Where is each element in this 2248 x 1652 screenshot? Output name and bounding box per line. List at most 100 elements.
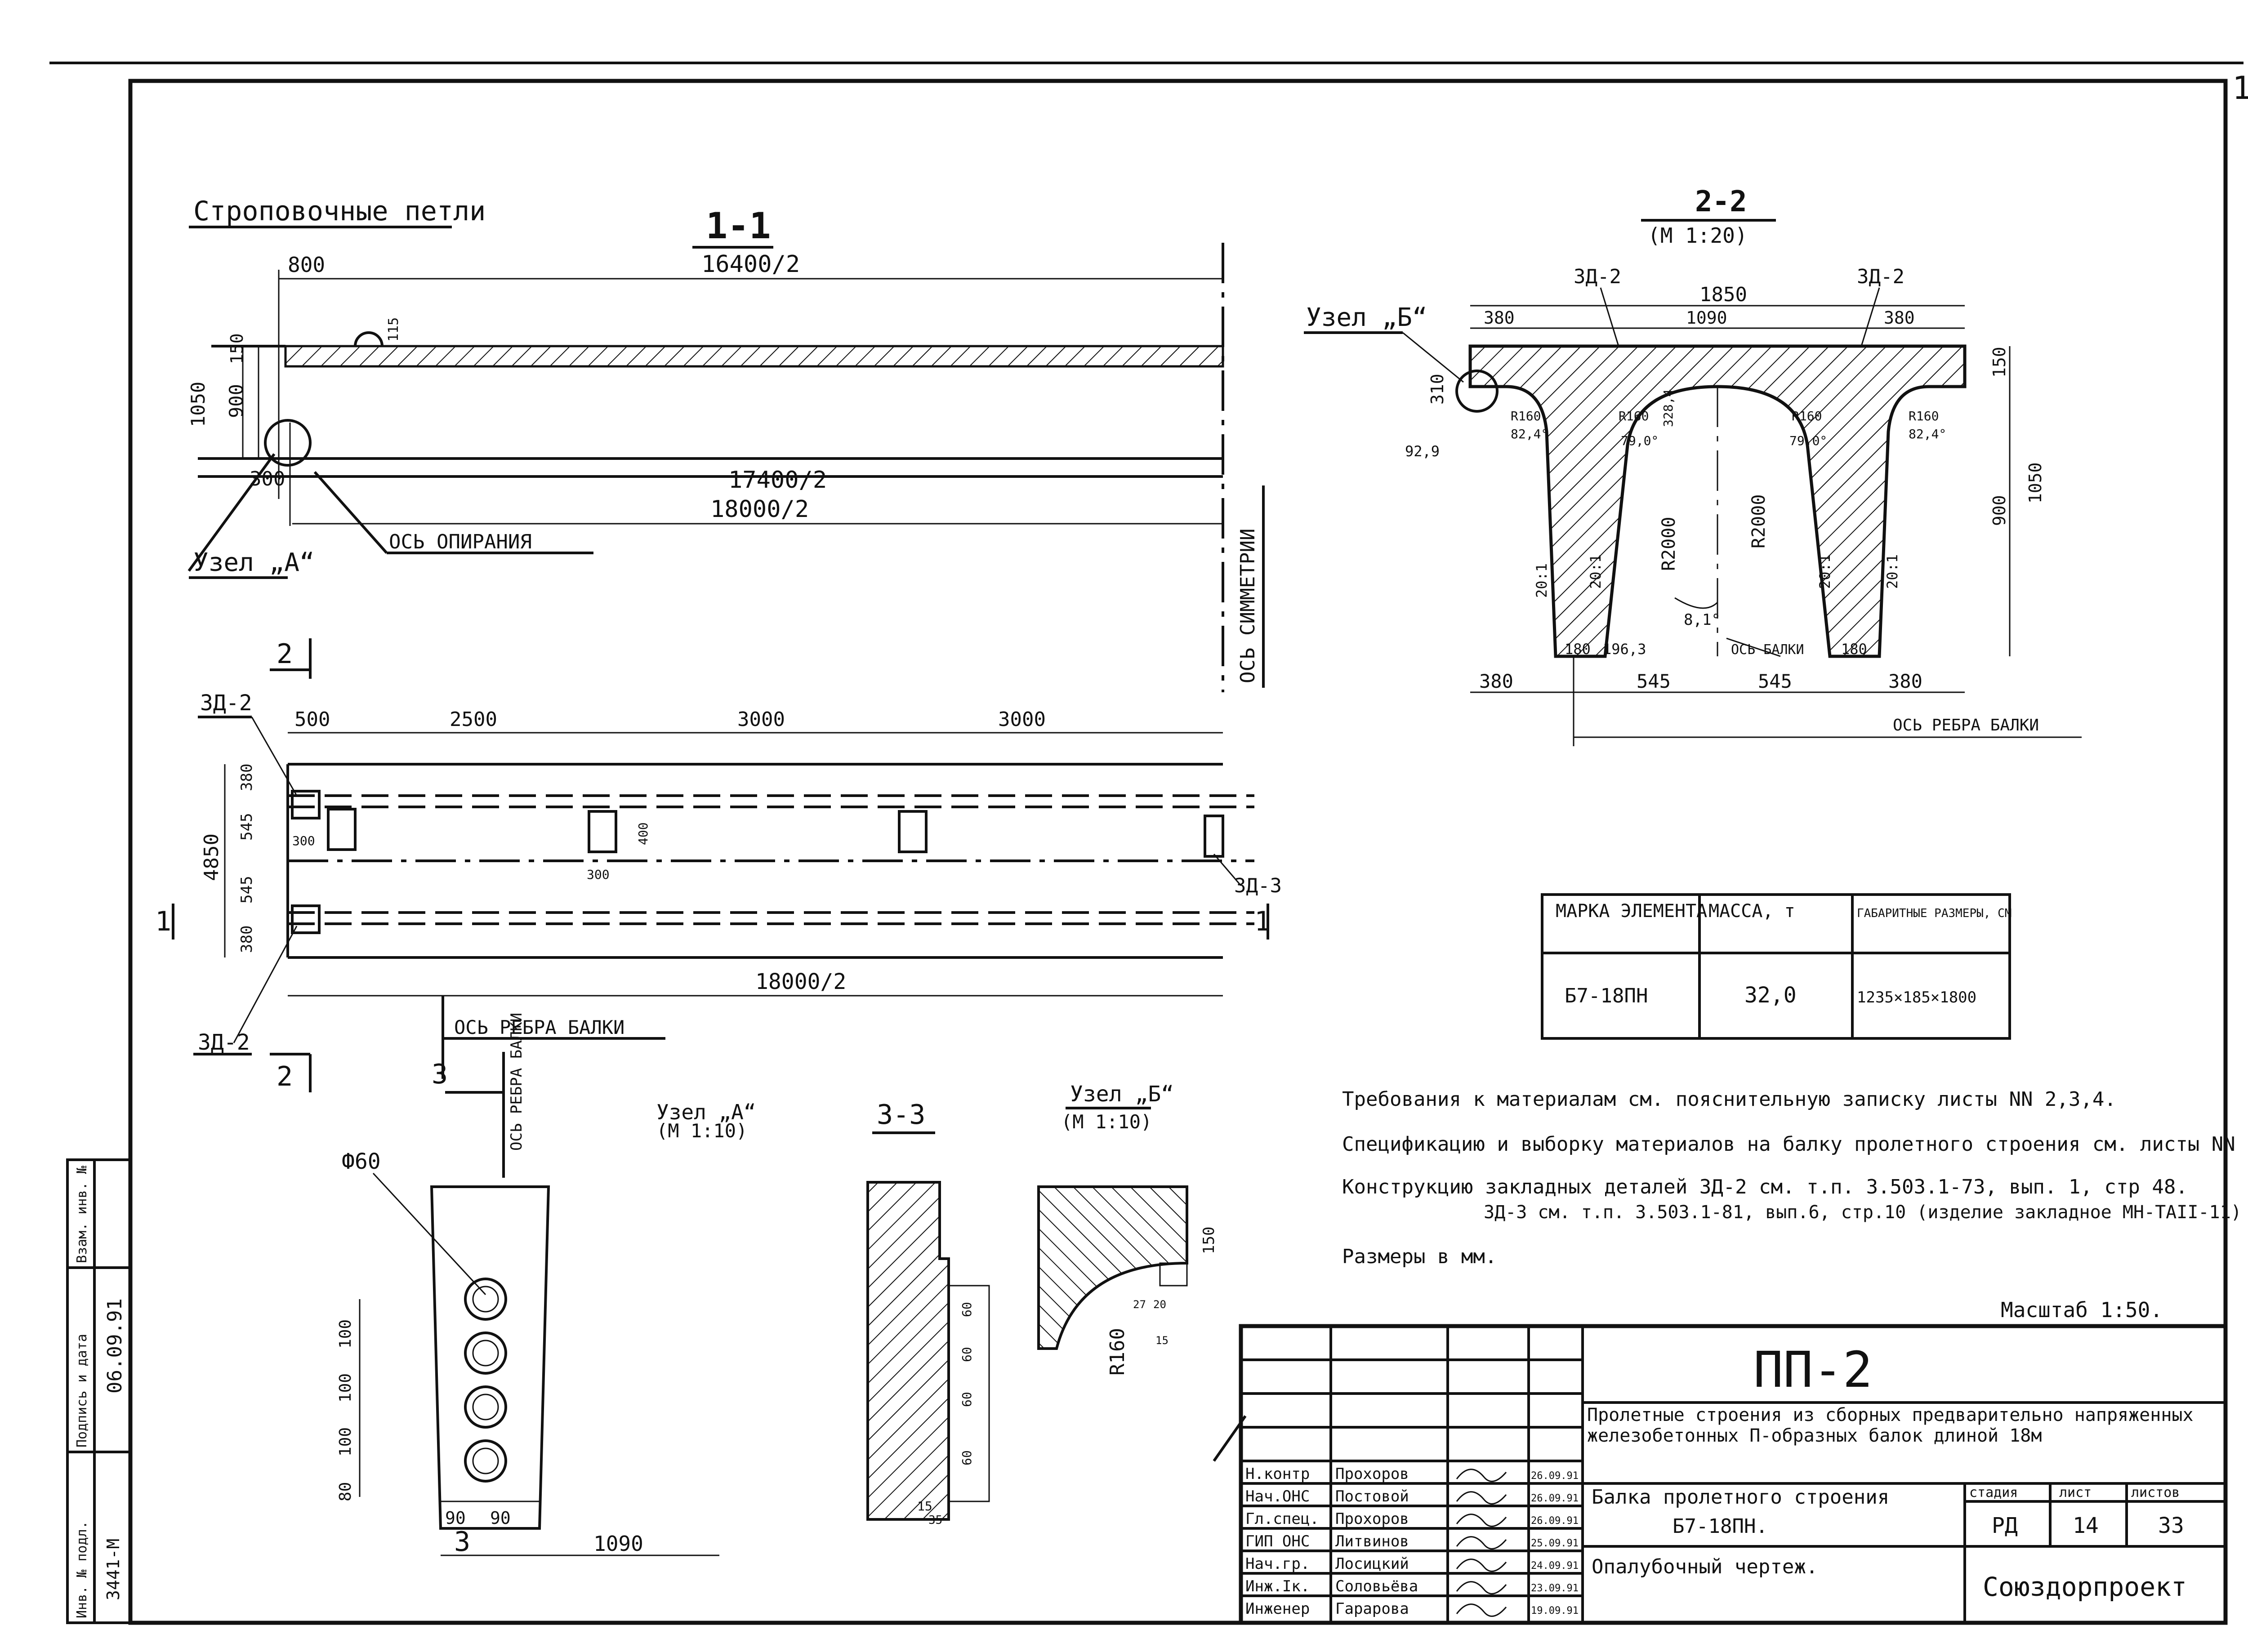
dim-100-c: 100 xyxy=(336,1427,355,1456)
plan-view: 2 500 2500 3000 3000 ЗД-2 4850 380 545 5… xyxy=(155,638,1282,1092)
side-stamp-sign-value: 06.09.91 xyxy=(103,1298,126,1394)
zd2-label-sec-a: ЗД-2 xyxy=(1574,265,1621,288)
dim-400-plan: 400 xyxy=(636,822,651,845)
person-role: Инженер xyxy=(1245,1600,1310,1618)
note-5: Размеры в мм. xyxy=(1342,1245,1497,1268)
symmetry-axis-label: ОСЬ СИММЕТРИИ xyxy=(1236,529,1259,683)
dim-115: 115 xyxy=(386,317,401,342)
stamp-col-stage: стадия xyxy=(1969,1485,2018,1501)
zd2-label-sec-b: ЗД-2 xyxy=(1857,265,1905,288)
dim-92-9: 92,9 xyxy=(1405,443,1440,460)
dim-310: 310 xyxy=(1427,374,1447,405)
dim-380-top-a: 380 xyxy=(1484,308,1515,328)
sec3-mark-top: 3 xyxy=(432,1059,448,1090)
dim-1050-sec: 1050 xyxy=(2025,462,2045,503)
notes: Требования к материалам см. пояснительну… xyxy=(1342,1088,2248,1322)
dim-150: 150 xyxy=(227,333,247,364)
dim-500: 500 xyxy=(294,708,330,731)
person-date: 26.09.91 xyxy=(1531,1515,1579,1527)
dim-380-top-b: 380 xyxy=(1884,308,1915,328)
d20-nodeb: 20 xyxy=(1153,1298,1166,1311)
r160-c: R160 xyxy=(1792,409,1822,423)
dim-300-plan-b: 300 xyxy=(587,867,610,882)
d150-nodeb: 150 xyxy=(1200,1227,1218,1254)
node-a-scale: (М 1:10) xyxy=(656,1120,747,1142)
signature-mark xyxy=(1456,1603,1507,1617)
angle-79-b: 79,0° xyxy=(1789,433,1827,448)
dim-900-sec: 900 xyxy=(1989,495,2009,526)
section-2-2-title: 2-2 xyxy=(1695,185,1747,218)
dim-1050: 1050 xyxy=(187,382,209,427)
section-2-2-scale: (М 1:20) xyxy=(1648,223,1748,248)
stamp-col-sheets: листов xyxy=(2131,1485,2180,1501)
person-role: Нач.ОНС xyxy=(1245,1487,1310,1505)
node-b-circle xyxy=(1455,370,1499,413)
signature-mark xyxy=(1456,1536,1507,1550)
side-stamp-inv-value: 3441-М xyxy=(103,1539,123,1600)
person-date: 24.09.91 xyxy=(1531,1560,1579,1572)
phi60-label: Ф60 xyxy=(342,1149,381,1174)
person-name: Прохоров xyxy=(1335,1465,1409,1483)
signature-mark xyxy=(1456,1558,1507,1572)
scale-label: Масштаб 1:50. xyxy=(2001,1298,2163,1322)
table-cell-mass: 32,0 xyxy=(1744,983,1797,1008)
section-1-1: Строповочные петли 1-1 800 16400/2 1050 … xyxy=(187,196,1265,692)
note-1: Требования к материалам см. пояснительну… xyxy=(1342,1088,2116,1111)
note-4: ЗД-3 см. т.п. 3.503.1-81, вып.6, стр.10 … xyxy=(1484,1202,2242,1223)
dim-90-b: 90 xyxy=(490,1508,511,1528)
rib-axis-label-plan: ОСЬ РЕБРА БАЛКИ xyxy=(454,1016,624,1038)
dim-16400: 16400/2 xyxy=(701,251,800,278)
section-2-2: 2-2 (М 1:20) 1850 380 1090 380 ЗД-2 ЗД-2… xyxy=(1304,185,2082,746)
dim-2500: 2500 xyxy=(450,708,497,731)
dim-545-bot-a: 545 xyxy=(1637,670,1671,692)
dim-196-3: 196,3 xyxy=(1603,641,1646,658)
d27-nodeb: 27 xyxy=(1133,1298,1146,1311)
r160-a: R160 xyxy=(1511,409,1541,423)
side-stamp: Инв. № подл. Подпись и дата Взам. инв. №… xyxy=(66,1158,132,1624)
dim-1090-detail: 1090 xyxy=(593,1532,643,1556)
angle-79-a: 79,0° xyxy=(1621,433,1659,448)
dim-380-bot-b: 380 xyxy=(1888,670,1922,692)
sheet-frame: 16 xyxy=(49,62,2248,1625)
d60-d: 60 xyxy=(959,1450,974,1465)
dim-380-bot-a: 380 xyxy=(1479,670,1513,692)
stamp-stage: РД xyxy=(1992,1513,2018,1538)
d15-nodeb: 15 xyxy=(1155,1334,1169,1347)
person-name: Лосицкий xyxy=(1335,1555,1409,1573)
sheet-corner-number: 16 xyxy=(2232,70,2248,107)
dim-90-a: 90 xyxy=(445,1508,466,1528)
note-3: Конструкцию закладных деталей ЗД-2 см. т… xyxy=(1342,1176,2188,1198)
stamp-org: Союздорпроект xyxy=(1983,1572,2187,1602)
section-3-3-holes: 3 ОСЬ РЕБРА БАЛКИ Ф60 100 100 100 80 90 … xyxy=(336,1013,719,1558)
angle-8-1: 8,1° xyxy=(1684,611,1721,629)
dim-380-a: 380 xyxy=(238,764,256,791)
person-role: Нач.гр. xyxy=(1245,1555,1310,1573)
dim-1090: 1090 xyxy=(1686,308,1727,328)
note-2: Спецификацию и выборку материалов на бал… xyxy=(1342,1133,2248,1156)
dim-18000: 18000/2 xyxy=(710,496,809,523)
dim-380-b: 380 xyxy=(238,926,256,953)
zd2-label-top: ЗД-2 xyxy=(200,690,252,716)
stamp-project: Пролетные строения из сборных предварите… xyxy=(1587,1405,2194,1446)
dim-4850: 4850 xyxy=(200,833,223,881)
dim-180-b: 180 xyxy=(1841,641,1867,658)
dim-545-a: 545 xyxy=(238,813,256,841)
person-name: Постовой xyxy=(1335,1487,1409,1505)
signature-mark xyxy=(1456,1581,1507,1594)
stamp-sheet: 14 xyxy=(2073,1513,2099,1538)
r2000-b: R2000 xyxy=(1748,494,1769,548)
slope-c: 20:1 xyxy=(1816,554,1833,589)
dim-328-4: 328,4 xyxy=(1661,389,1676,427)
d35-detail: 35 xyxy=(928,1514,942,1527)
r160-nodeb: R160 xyxy=(1106,1328,1129,1376)
dim-545-bot-b: 545 xyxy=(1758,670,1792,692)
dim-80: 80 xyxy=(336,1482,355,1501)
table-head-mass: МАССА, т xyxy=(1708,901,1795,922)
angle-82-4-b: 82,4° xyxy=(1909,427,1946,441)
plan-mark-2-bottom: 2 xyxy=(277,1061,293,1092)
r160-d: R160 xyxy=(1909,409,1939,423)
dim-100-b: 100 xyxy=(336,1373,355,1403)
dim-150-sec: 150 xyxy=(1989,347,2009,378)
r160-b: R160 xyxy=(1619,409,1649,423)
table-cell-size: 1235×185×1800 xyxy=(1857,989,1976,1006)
